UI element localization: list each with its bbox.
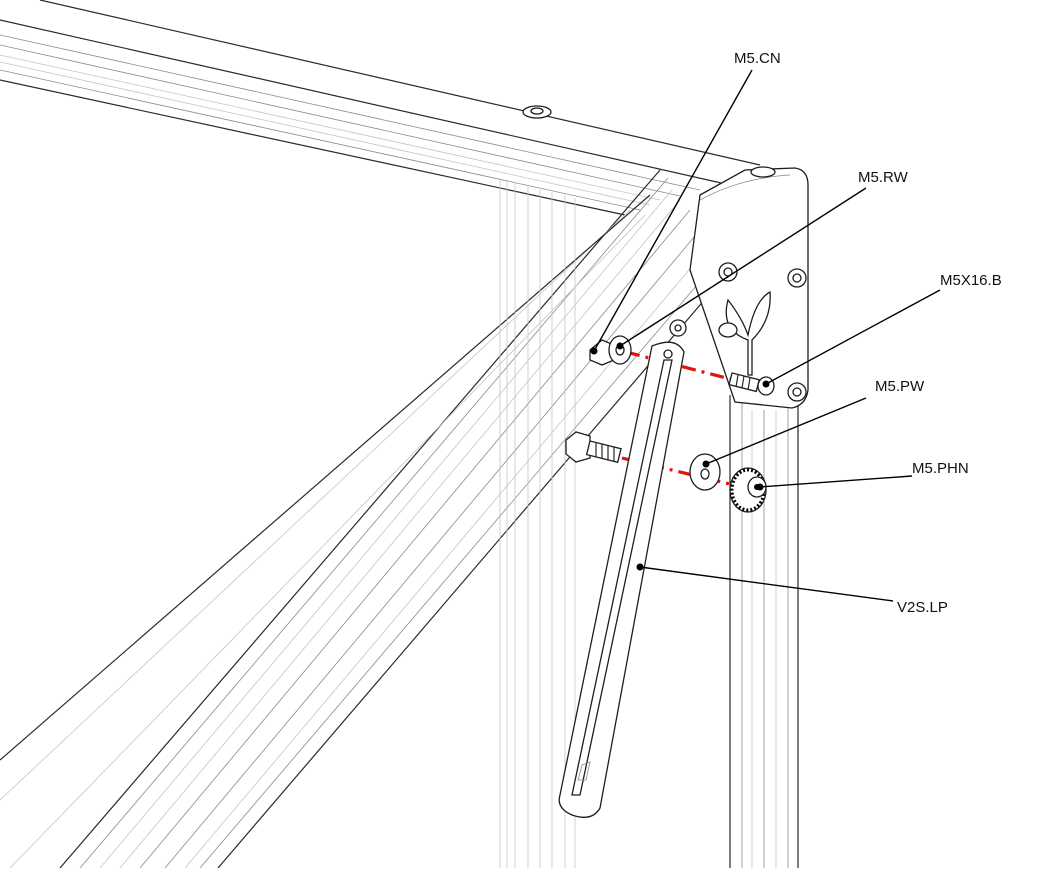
plain-washer — [689, 453, 721, 491]
callout-leaders — [590, 69, 941, 602]
top-extrusion — [0, 0, 761, 216]
leader-m5-phn — [759, 475, 913, 488]
callout-label-m5-rw: M5.RW — [858, 169, 909, 186]
threaded-stud — [565, 431, 622, 464]
diagonal-extrusion — [0, 169, 731, 869]
leader-m5-pw — [705, 397, 867, 465]
leader-m5-cn — [593, 69, 753, 352]
leader-m5x16-b — [765, 289, 941, 385]
knob-axis — [621, 456, 739, 488]
callout-label-m5-phn: M5.PHN — [912, 460, 969, 477]
bolt-axis — [625, 350, 739, 383]
corner-vertical-extrusion — [729, 395, 799, 868]
assembly-axes — [621, 350, 739, 488]
bracket-logo-icon — [718, 290, 771, 376]
callout-label-v2s-lp: V2S.LP — [897, 599, 948, 616]
rubber-washer — [608, 335, 632, 365]
corner-screw-icon — [750, 166, 776, 178]
lid-prop-arm — [558, 341, 685, 818]
callout-label-m5-pw: M5.PW — [875, 378, 925, 395]
callout-label-m5-cn: M5.CN — [734, 50, 781, 67]
leader-v2s-lp — [639, 566, 894, 602]
callout-labels: M5.CN M5.RW M5X16.B M5.PW M5.PHN V2S.LP — [734, 50, 1002, 616]
corner-bracket — [669, 166, 809, 409]
leader-m5-rw — [619, 187, 867, 347]
callout-label-m5x16-b: M5X16.B — [940, 272, 1002, 289]
